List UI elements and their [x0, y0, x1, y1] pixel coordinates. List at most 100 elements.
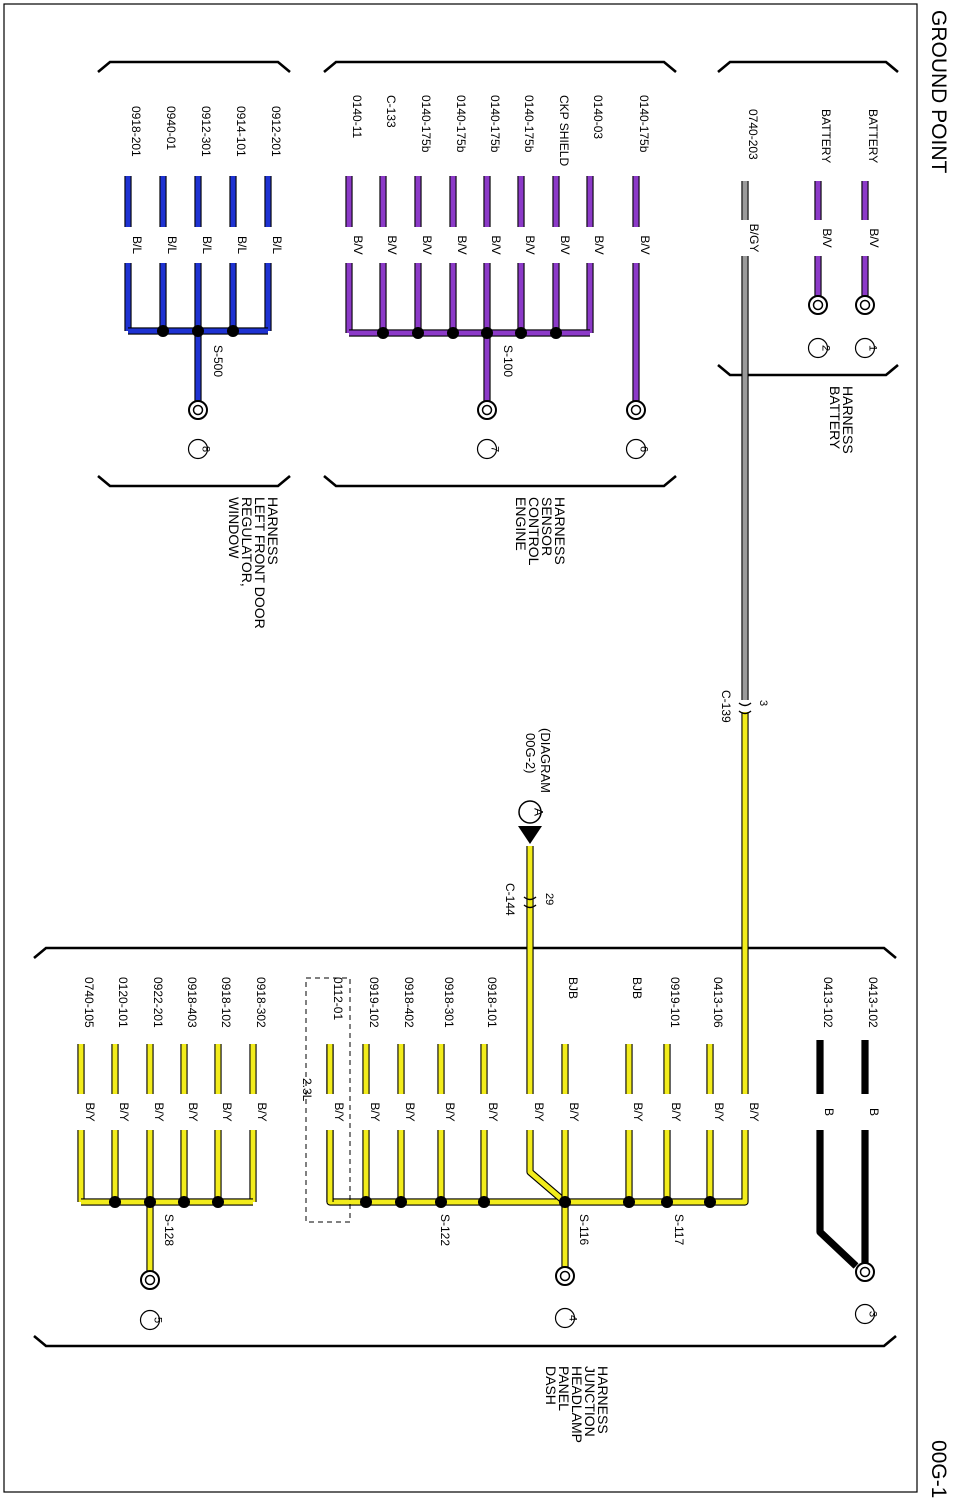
dash-s128-wire-2-color: B/Y — [186, 1102, 200, 1121]
window-splice-dot-0 — [227, 325, 239, 337]
engine-wire-5-color-bg — [445, 227, 461, 263]
engine-wire-8-color: B/V — [351, 235, 365, 254]
dash-wire-6-color-bg — [393, 1094, 409, 1130]
dash-s128-dot-3 — [109, 1196, 121, 1208]
battery-wire-0-color: B/V — [867, 228, 881, 247]
dash-wire-4-color: B/Y — [486, 1102, 500, 1121]
engine-wire-3-color-bg — [513, 227, 529, 263]
reference-a-arrow — [518, 826, 542, 844]
dash-wire-7-circuit: 0919-102 — [367, 977, 381, 1028]
dash-harness-bracket — [33, 946, 897, 1348]
ground-6-number: 6 — [638, 446, 650, 452]
dash-s128-wire-3-color: B/Y — [152, 1102, 166, 1121]
window-wire-3-color-bg — [155, 227, 171, 263]
reference-a-line1: (DIAGRAM — [538, 728, 553, 793]
engine-wire-1-color-bg — [582, 227, 598, 263]
dash-wire-8-color: B/Y — [332, 1102, 346, 1121]
dash-s128-wire-0-circuit: 0918-302 — [254, 977, 268, 1028]
ground-5-number: 5 — [152, 1317, 164, 1323]
dash-black-wire-1-color: B — [822, 1108, 836, 1116]
engine-wire-8-circuit: 0140-11 — [350, 95, 364, 138]
dash-wire-1-color-bg — [659, 1094, 675, 1130]
window-wire-3-circuit: 0940-01 — [164, 106, 178, 150]
battery-wire-2-color: B/GY — [747, 224, 761, 253]
dash-splice-dot-3 — [559, 1196, 571, 1208]
engine-wire-6-circuit: 0140-175b — [419, 95, 433, 153]
dash-s128-wire-4-color-bg — [107, 1094, 123, 1130]
ground-5-number-circle — [139, 1309, 161, 1331]
dash-wire-3-color: B/Y — [567, 1102, 581, 1121]
ground-2-inner — [812, 299, 824, 311]
window-splice-dot-1 — [192, 325, 204, 337]
engine-splice-dot-5 — [377, 327, 389, 339]
engine-wire-1-circuit: 0140-03 — [591, 95, 605, 139]
ground-6-number-circle — [625, 438, 647, 460]
engine-wire-4-color: B/V — [489, 235, 503, 254]
dash-wire-5-color-bg — [433, 1094, 449, 1130]
dash-wire-1-color: B/Y — [669, 1102, 683, 1121]
engine-wire-0-color-bg — [628, 227, 644, 263]
reference-a-letter: A — [532, 808, 546, 816]
dash-s128-wire-5-color-bg — [73, 1094, 89, 1130]
svg-text:DASHPANELHEADLAMPJUNCTIONHARNE: DASHPANELHEADLAMPJUNCTIONHARNESS — [543, 1366, 611, 1443]
reference-a-wire-color: B/Y — [532, 1102, 546, 1121]
battery-wire-0-circuit: BATTERY — [866, 109, 880, 163]
dash-wire-7-color: B/Y — [368, 1102, 382, 1121]
engine-wire-0-color: B/V — [638, 235, 652, 254]
ground-1-inner — [859, 299, 871, 311]
window-wire-2-color-bg — [190, 227, 206, 263]
splice-s100: S-100 — [501, 345, 515, 377]
dash-wire-0-color-bg — [702, 1094, 718, 1130]
window-wire-4-color-bg — [120, 227, 136, 263]
window-wire-0-color-bg — [260, 227, 276, 263]
dash-splice-dot-7 — [360, 1196, 372, 1208]
dash-s128-wire-2-color-bg — [176, 1094, 192, 1130]
dash-wire-4-color-bg — [476, 1094, 492, 1130]
battery-wire-1-circuit: BATTERY — [819, 109, 833, 163]
dash-splice-dot-5 — [435, 1196, 447, 1208]
engine-wire-7-color: B/V — [385, 235, 399, 254]
engine-wire-7-circuit: C-133 — [384, 95, 398, 128]
battery-wire-2-color-bg — [737, 220, 753, 256]
battery-wire-0-color-bg — [857, 220, 873, 256]
ground-3-number: 3 — [867, 1311, 879, 1317]
ground-7-number: 7 — [489, 446, 501, 452]
c139-connector-symbol — [738, 702, 752, 715]
dash-main-trunk-color: B/Y — [747, 1102, 761, 1121]
ground-6-inner — [630, 404, 642, 416]
dash-wire-2-color: B/Y — [631, 1102, 645, 1121]
engine-wire-2-circuit: CKP SHIELD — [557, 95, 571, 166]
svg-text:ENGINECONTROLSENSORHARNESS: ENGINECONTROLSENSORHARNESS — [513, 497, 568, 566]
window-harness-bracket — [97, 60, 291, 488]
engine-harness-bracket — [323, 60, 677, 488]
dash-black-wire-1 — [817, 1040, 858, 1268]
splice-s500: S-500 — [211, 345, 225, 377]
dash-s128-wire-3-circuit: 0922-201 — [151, 977, 165, 1028]
page-id: 00G-1 — [927, 1440, 950, 1498]
dash-wire-6-color: B/Y — [403, 1102, 417, 1121]
svg-text:WINDOWREGULATOR,LEFT FRONT DOO: WINDOWREGULATOR,LEFT FRONT DOORHARNESS — [226, 497, 281, 629]
engine-wire-4-color-bg — [479, 227, 495, 263]
engine-splice-dot-0 — [550, 327, 562, 339]
ground-2-number-circle — [807, 337, 829, 359]
engine-wire-3-circuit: 0140-175b — [522, 95, 536, 153]
window-wire-0-circuit: 0912-201 — [269, 106, 283, 157]
dash-wire-3-color-bg — [557, 1094, 573, 1130]
dash-s128-wire-1-circuit: 0918-102 — [219, 977, 233, 1028]
engine-wire-4-circuit: 0140-175b — [488, 95, 502, 153]
battery-wire-2-circuit: 0740-203 — [746, 109, 760, 160]
engine-splice-dot-2 — [481, 327, 493, 339]
page-title: GROUND POINT — [927, 10, 950, 174]
window-wire-2-color: B/L — [200, 236, 214, 254]
variant-label: 2.3L — [300, 1078, 314, 1102]
dash-s128-wire-5-color: B/Y — [83, 1102, 97, 1121]
labels-layer: BATTERY1B/VBATTERY2B/V0740-203B/GY3C-139… — [73, 95, 881, 1323]
dash-black-wire-0-color-bg — [857, 1094, 873, 1130]
dash-black-wire-1-color-bg — [812, 1094, 828, 1130]
window-splice-dot-2 — [157, 325, 169, 337]
reference-a-circle — [518, 800, 542, 824]
dash-s128-wire-4-circuit: 0120-101 — [116, 977, 130, 1028]
dash-wire-3-circuit: BJB — [566, 977, 580, 999]
c144-pin: 29 — [543, 893, 555, 905]
dash-black-wire-1-circuit: 0413-102 — [821, 977, 835, 1028]
